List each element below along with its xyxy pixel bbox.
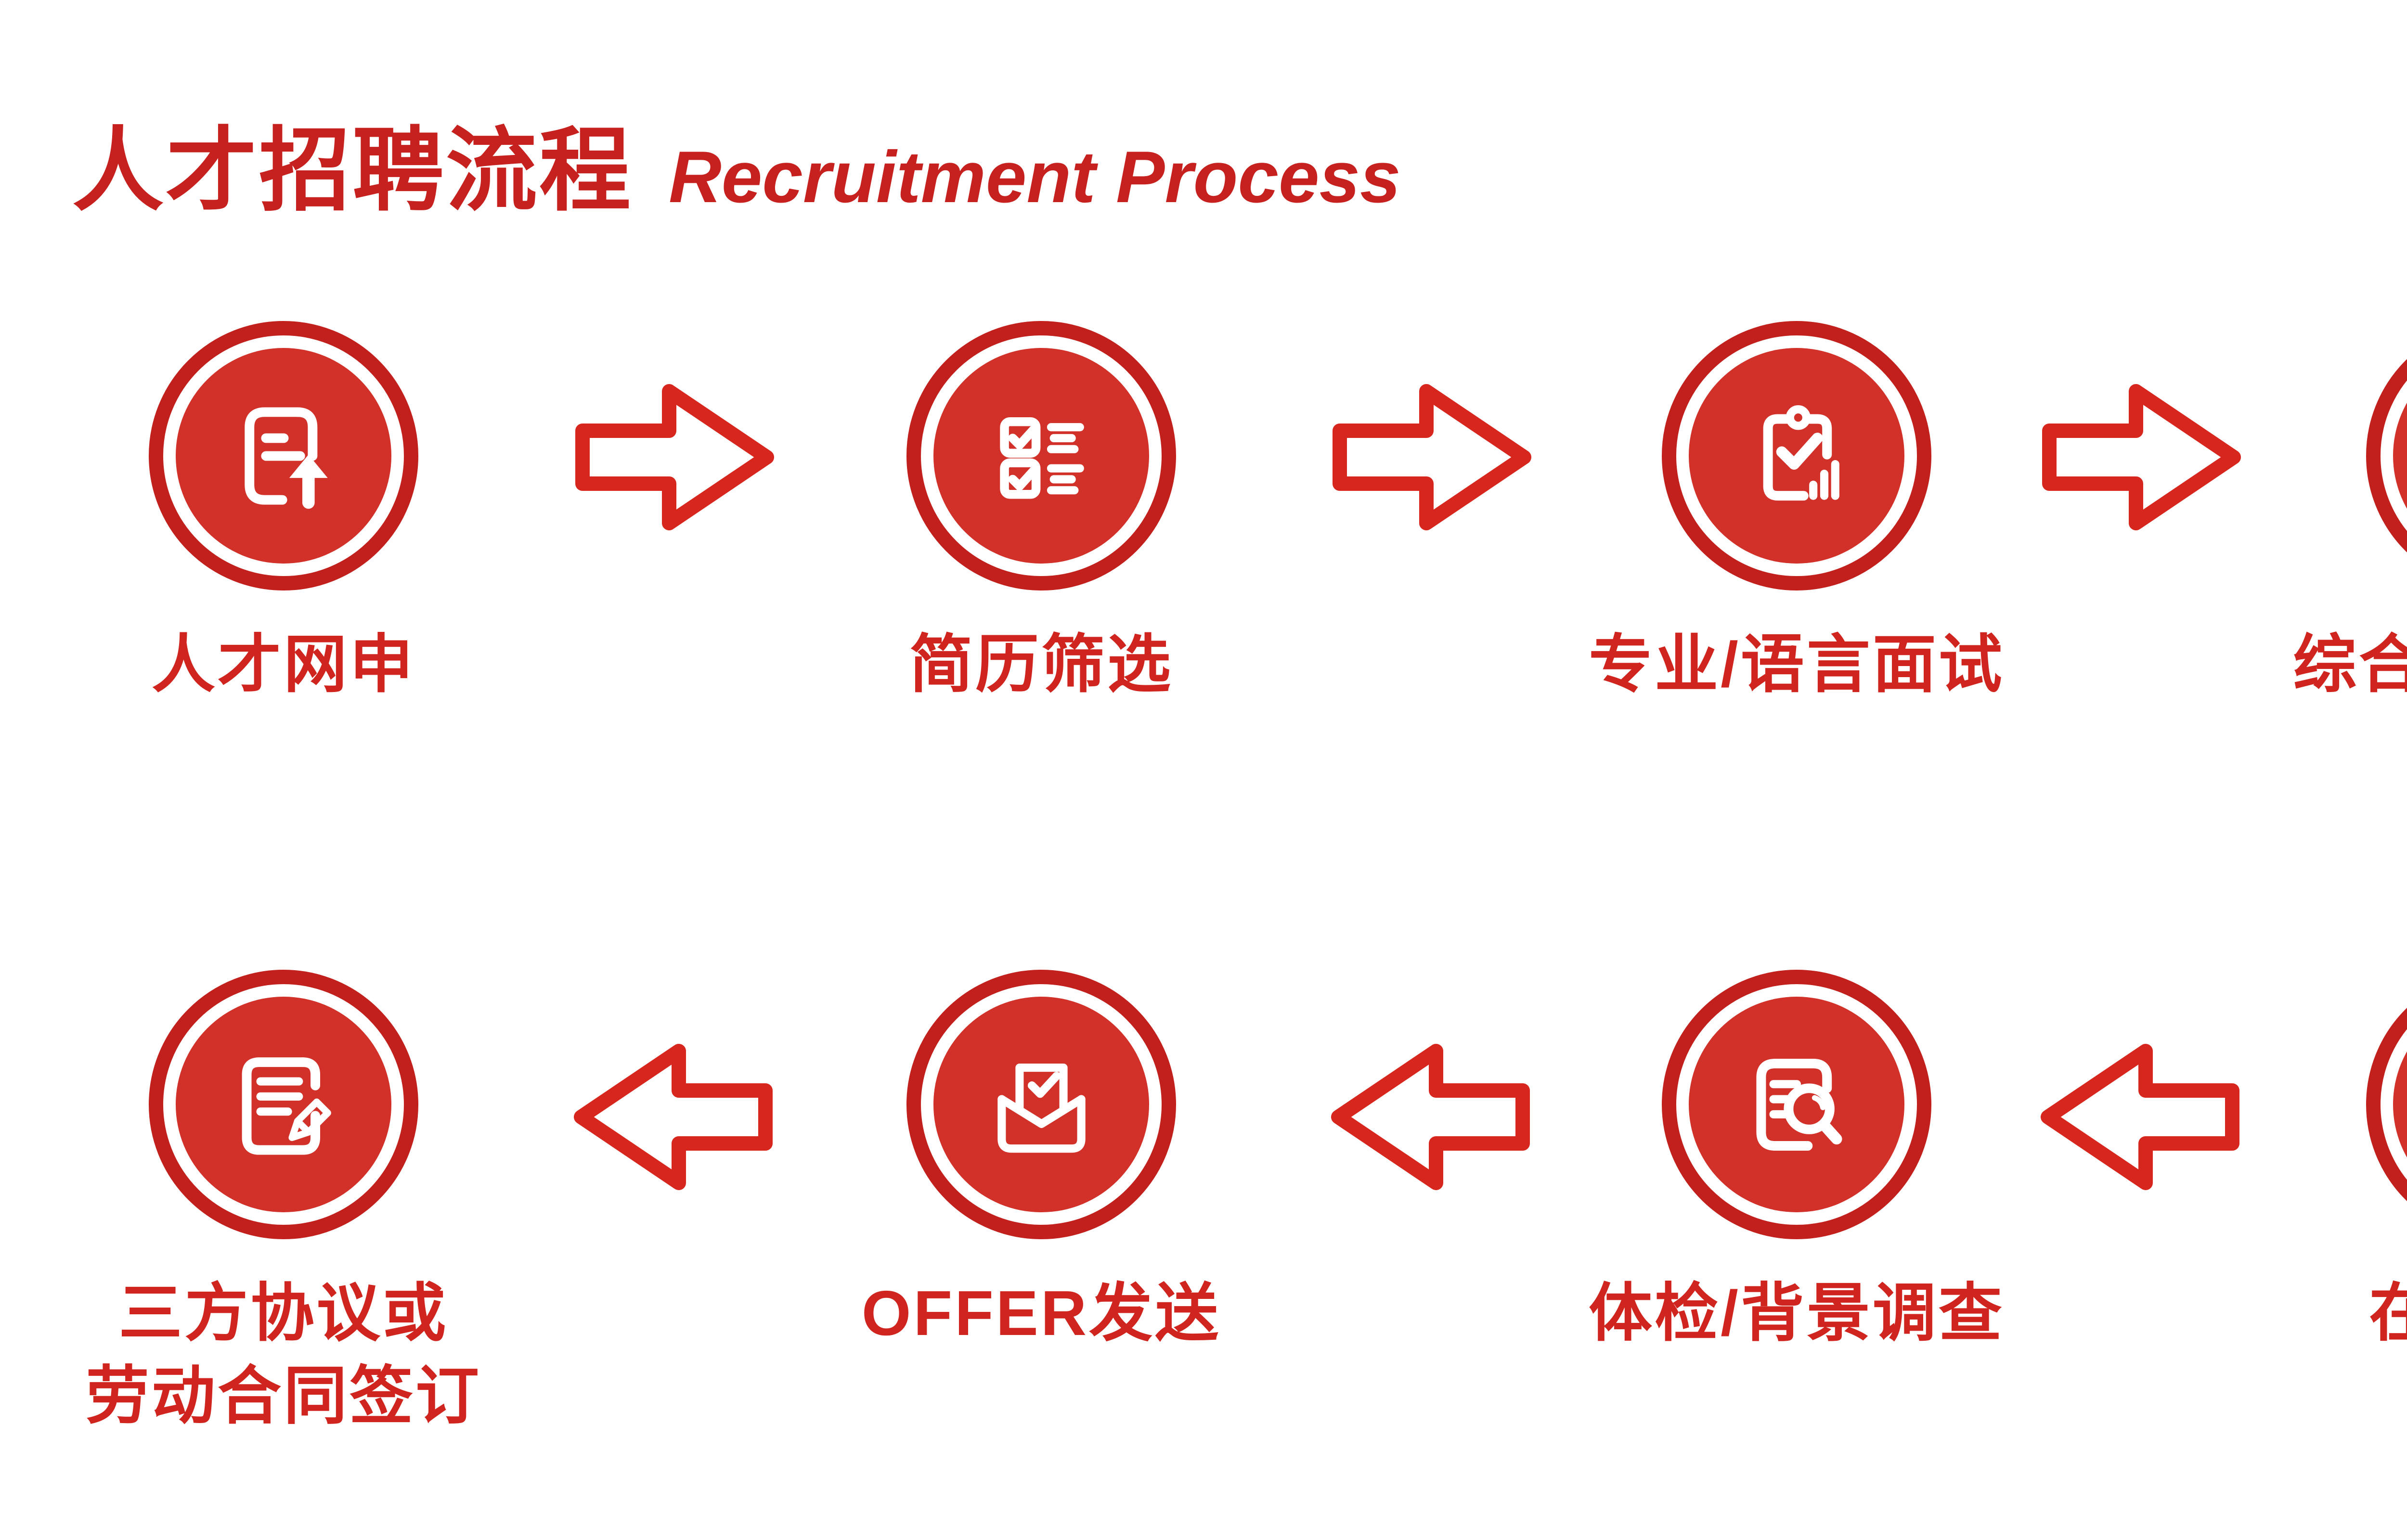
step-6-medical-background-check: 体检/背景调查: [1589, 970, 2002, 1348]
step-circle-fill: [176, 348, 391, 564]
document-search-icon: [1756, 1058, 1842, 1151]
page-title: 人才招聘流程: [72, 120, 633, 222]
step-circle: [1662, 970, 1931, 1239]
step-2-resume-screening: 简历筛选: [906, 321, 1176, 700]
arrow-left-icon: [2041, 1044, 2239, 1190]
page-header: 人才招聘流程 Recruitment Process: [72, 96, 1401, 229]
step-circle-fill: [2393, 997, 2407, 1212]
step-1-talent-application: 人才网申: [149, 321, 418, 700]
step-8-contract-signing: 三方协议或 劳动合同签订: [86, 970, 479, 1431]
arrow-right-icon: [575, 384, 774, 530]
step-label: 综合/高管面试: [2293, 629, 2407, 700]
step-label: 简历筛选: [909, 629, 1173, 700]
step-5-online-assessment: 在线测评: [2366, 970, 2407, 1348]
page-subtitle: Recruitment Process: [669, 136, 1401, 218]
contract-sign-icon: [242, 1057, 331, 1155]
step-4-executive-interview: 综合/高管面试: [2293, 321, 2407, 700]
document-upload-icon: [244, 407, 328, 509]
step-label: 在线测评: [2369, 1278, 2407, 1348]
step-circle: [906, 321, 1176, 590]
offer-inbox-icon: [997, 1063, 1086, 1153]
step-circle-fill: [2393, 348, 2407, 564]
step-label: 三方协议或 劳动合同签订: [86, 1278, 481, 1431]
step-circle: [2366, 970, 2407, 1239]
step-circle: [149, 321, 418, 590]
arrow-right-icon: [2042, 384, 2241, 530]
step-label: 人才网申: [152, 629, 415, 700]
step-circle: [149, 970, 418, 1239]
step-circle-fill: [1689, 348, 1904, 564]
checklist-icon: [999, 417, 1084, 499]
step-circle: [906, 970, 1176, 1239]
step-7-offer-sending: OFFER发送: [862, 970, 1218, 1348]
arrow-left-icon: [574, 1044, 773, 1190]
arrow-left-icon: [1331, 1044, 1530, 1190]
step-circle-fill: [1689, 997, 1904, 1212]
step-circle-fill: [933, 997, 1149, 1212]
arrow-right-icon: [1333, 384, 1531, 530]
step-circle: [1662, 321, 1931, 590]
step-circle-fill: [176, 997, 391, 1212]
step-3-professional-language-interview: 专业/语言面试: [1589, 321, 2002, 700]
step-label: OFFER发送: [861, 1278, 1221, 1348]
step-circle-fill: [933, 348, 1149, 564]
step-label: 专业/语言面试: [1589, 629, 2005, 700]
clipboard-check-icon: [1763, 405, 1839, 500]
step-circle: [2366, 321, 2407, 590]
step-label: 体检/背景调查: [1589, 1278, 2005, 1348]
